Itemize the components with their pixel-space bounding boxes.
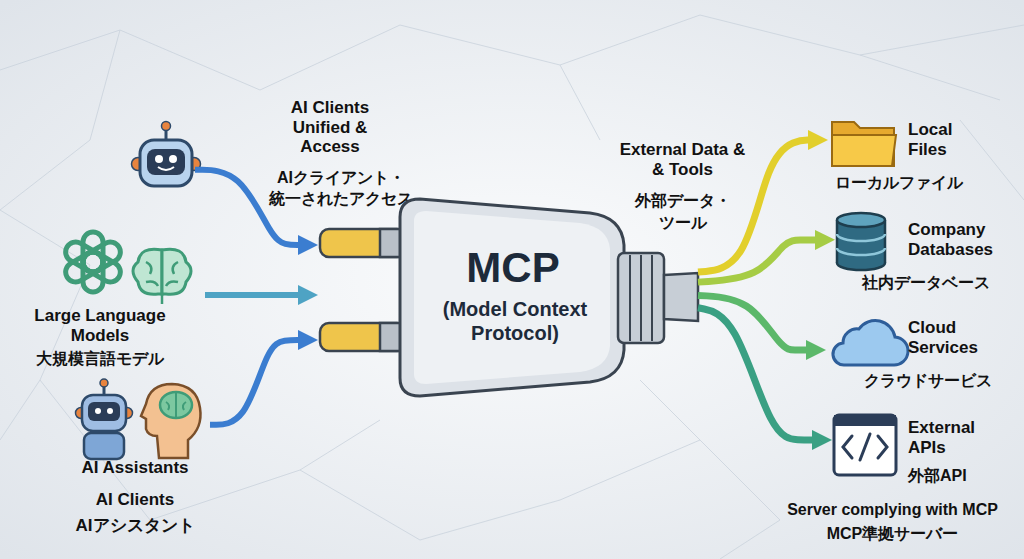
- robot-visor: [88, 402, 120, 421]
- plug-face: [414, 211, 610, 384]
- plug-body: [400, 199, 624, 396]
- cloud-icon: [833, 321, 908, 365]
- brain-folds: [166, 393, 186, 417]
- node-text: (Model Context Protocol): [415, 297, 615, 345]
- robot-head: [140, 140, 192, 186]
- node-text: AI Clients AIアシスタント: [60, 487, 210, 540]
- client-group: AI Clients Unified & AccessAIクライアント・ 統一さ…: [130, 135, 195, 193]
- robot-eye: [95, 408, 101, 414]
- node-text: AI Assistants: [60, 458, 210, 478]
- collar-ridges: [630, 255, 652, 341]
- network-pattern: [0, 15, 1024, 559]
- resource-node: External APIs外部API: [832, 413, 898, 477]
- robot-head: [82, 395, 126, 431]
- brain-folds: [146, 262, 178, 304]
- flow-arrow: [195, 170, 300, 245]
- brain-icon: [162, 249, 191, 294]
- plug-outline: [318, 195, 698, 400]
- node-text: Large Language Models: [20, 306, 180, 345]
- node-text: Local Files: [908, 120, 978, 161]
- plug-collar: [618, 253, 664, 343]
- node-text: AIクライアント・ 統一されたアクセス: [266, 168, 416, 210]
- robot-antenna-tip: [162, 122, 171, 131]
- database-icon: [837, 213, 885, 227]
- node-text: External APIs: [908, 418, 998, 459]
- brain-icon: [160, 392, 192, 418]
- robot-antenna-tip: [100, 379, 108, 387]
- robot-eye: [155, 155, 163, 163]
- node-text: 外部API: [908, 466, 998, 485]
- node-text: Company Databases: [908, 220, 1018, 261]
- resource-node: Cloud Servicesクラウドサービス: [826, 318, 906, 368]
- robot-eye: [169, 155, 177, 163]
- llm-logo: [62, 238, 107, 275]
- footer-note: Server complying with MCP: [765, 500, 1020, 519]
- code-symbol: [843, 434, 887, 460]
- flow-arrow: [698, 140, 810, 272]
- node-text: ローカルファイル: [835, 173, 995, 192]
- plug-prong: [320, 229, 406, 257]
- plug-cable: [664, 273, 698, 321]
- node-text: AI Clients Unified & Access: [270, 98, 390, 157]
- folder-icon: [832, 135, 896, 166]
- section-label: 外部データ・ ツール: [615, 190, 750, 235]
- robot-visor: [147, 149, 185, 175]
- flow-arrow: [210, 340, 300, 425]
- robot-smile: [158, 167, 174, 170]
- robot-body: [84, 433, 124, 459]
- flow-arrow: [698, 308, 814, 440]
- mcp-plug: MCP (Model Context Protocol): [318, 195, 698, 400]
- node-text: Cloud Services: [908, 318, 998, 359]
- node-text: 大規模言語モデル: [20, 349, 180, 368]
- flow-arrow: [205, 292, 300, 298]
- flow-arrow: [698, 295, 808, 350]
- human-head: [141, 384, 201, 458]
- client-group: AI AssistantsAI Clients AIアシスタント: [70, 383, 210, 459]
- node-text: クラウドサービス: [864, 371, 1024, 390]
- client-group: Large Language Models大規模言語モデル: [25, 228, 205, 378]
- section-label: External Data & & Tools: [615, 140, 750, 181]
- footer-note: MCP準拠サーバー: [765, 524, 1020, 543]
- resource-node: Local Filesローカルファイル: [828, 112, 898, 168]
- database-bands: [837, 234, 885, 255]
- api-window: [834, 415, 896, 475]
- brain-icon: [133, 249, 162, 294]
- resource-node: Company Databases社内データベース: [835, 212, 887, 270]
- node-text: 社内データベース: [862, 273, 1022, 292]
- api-window-bar: [834, 415, 896, 426]
- plug-prong: [320, 323, 406, 351]
- robot-eye: [107, 408, 113, 414]
- flow-arrow: [698, 240, 817, 282]
- protocol-title: MCP: [418, 245, 608, 291]
